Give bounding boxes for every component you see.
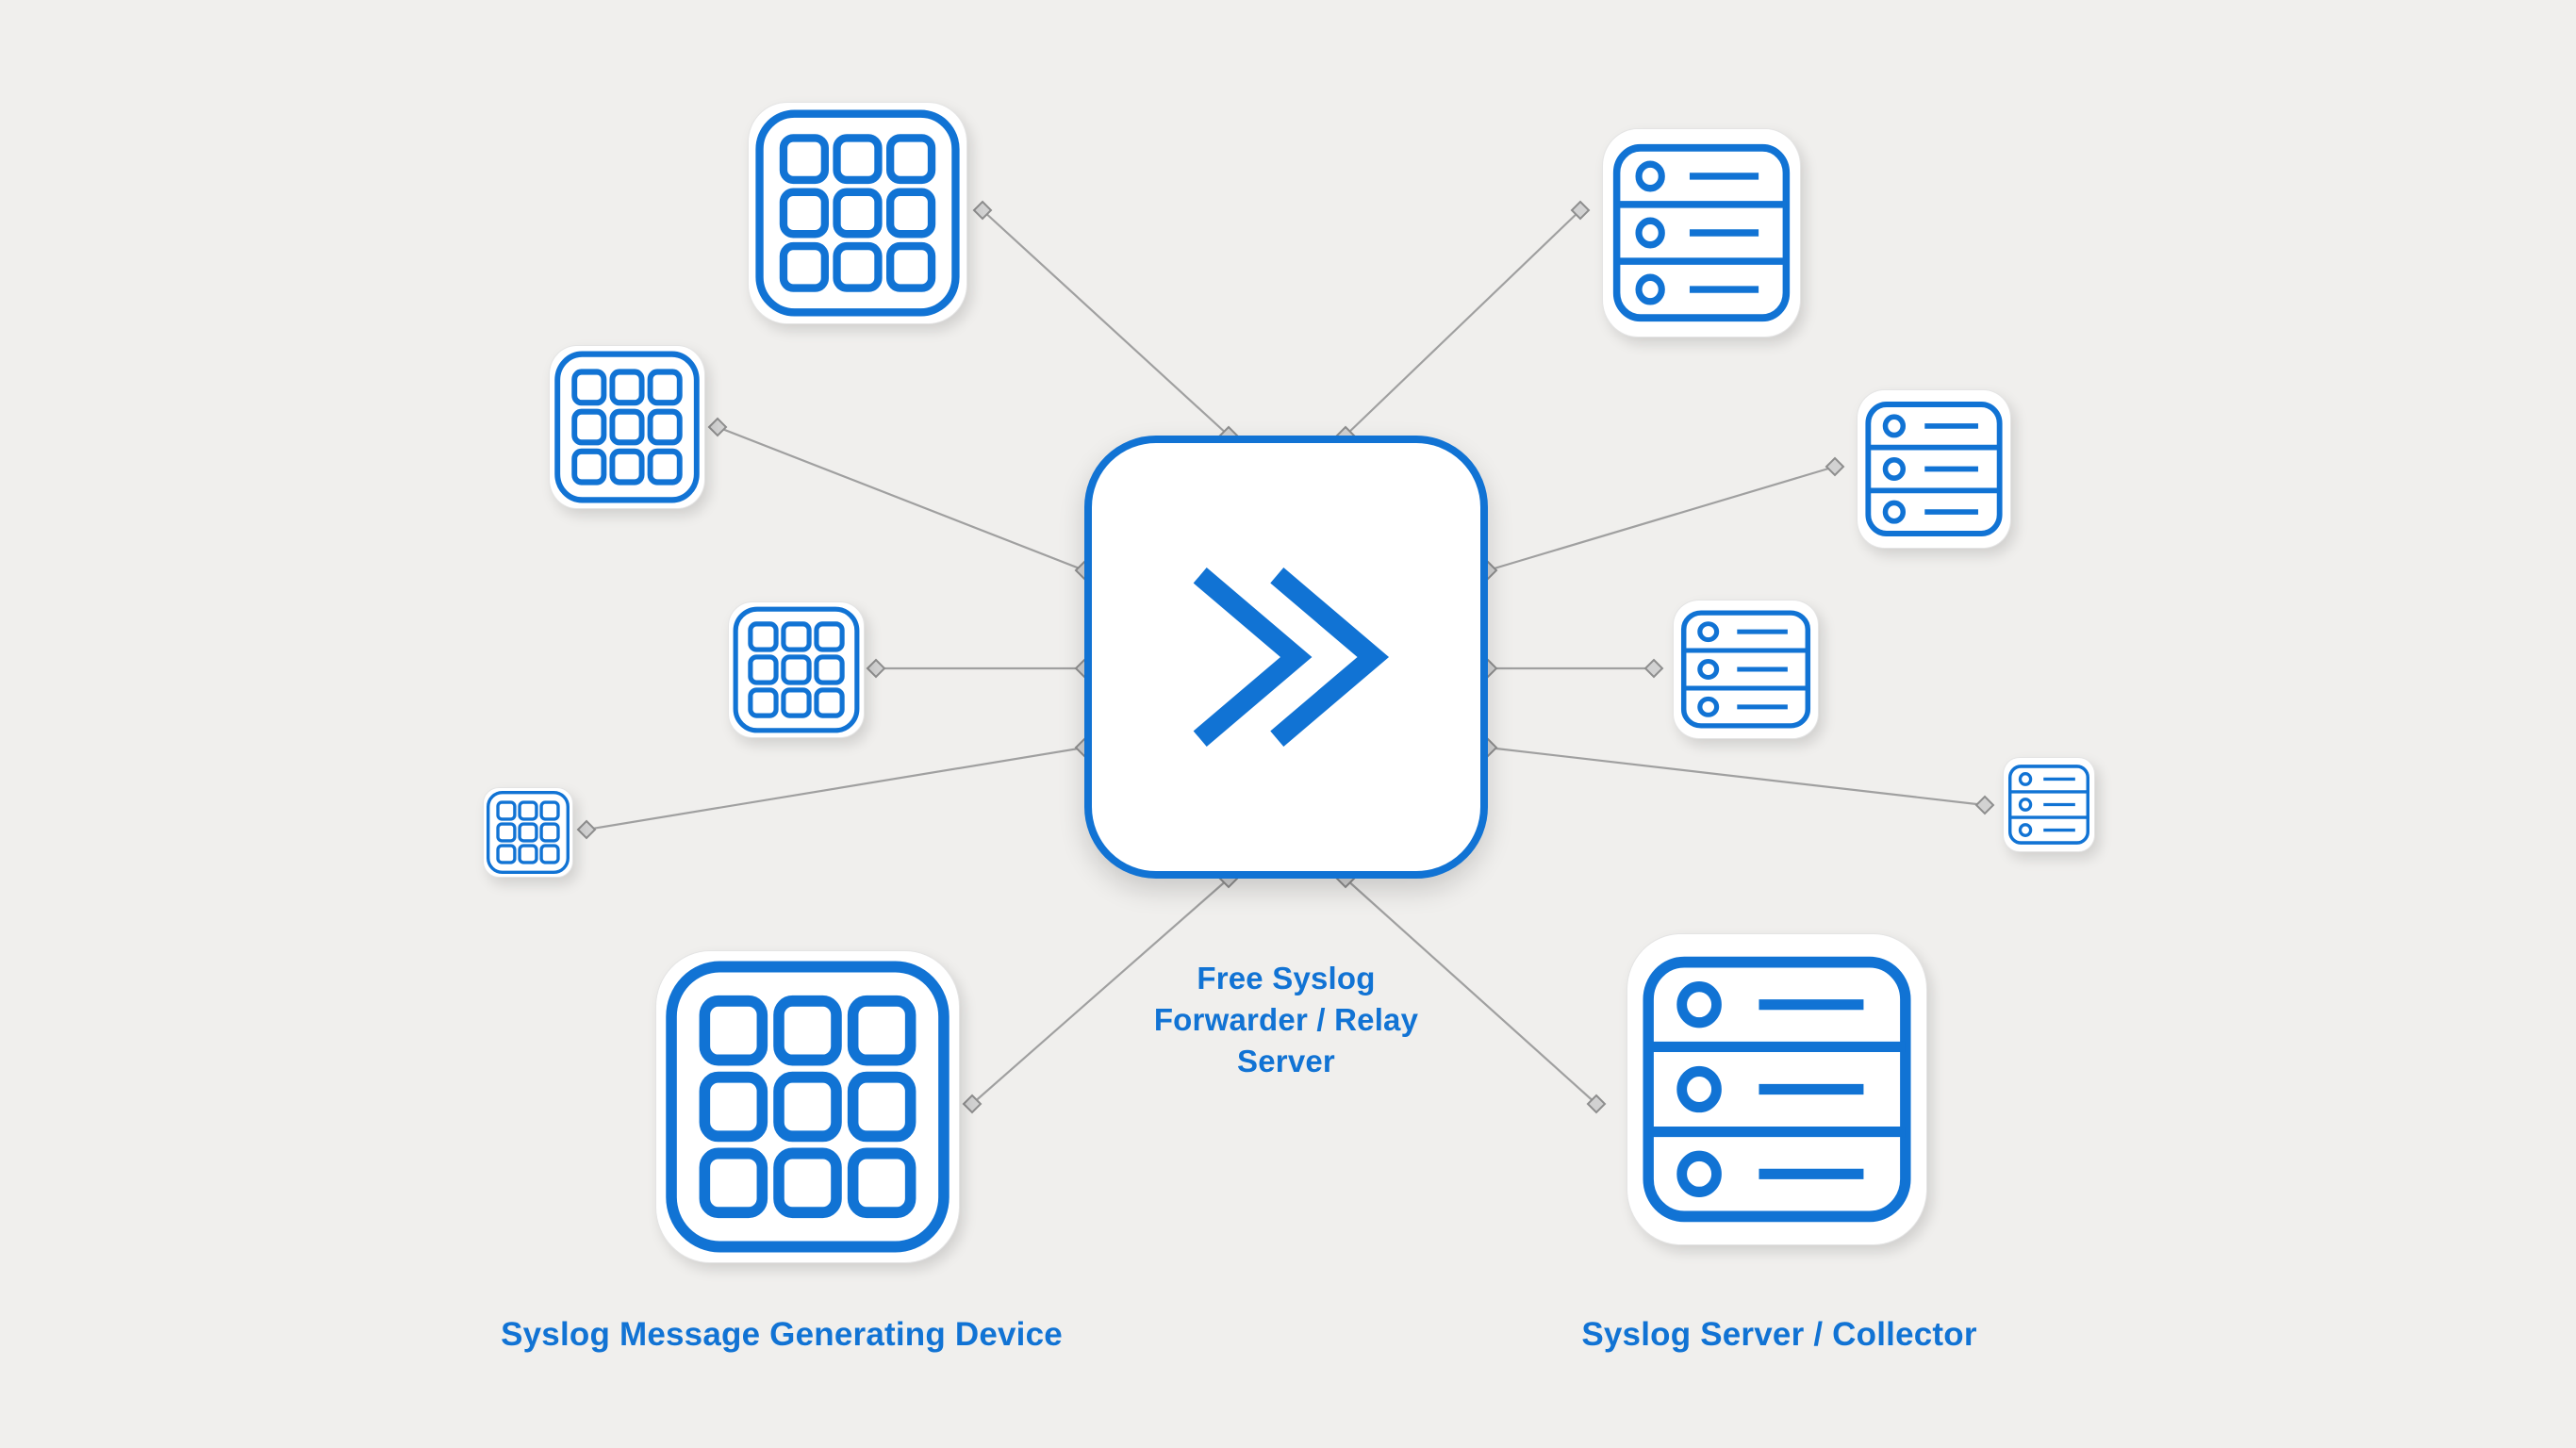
connector-line [717,425,1085,572]
double-chevron-right-icon [1166,534,1407,781]
server-rack-icon [1858,390,2010,548]
diamond-connector-icon [867,659,885,678]
keypad-grid-icon [550,346,704,508]
diamond-connector-icon [577,820,596,839]
right-group-label: Syslog Server / Collector [1581,1316,1977,1353]
connector-line [1345,878,1597,1105]
diamond-connector-icon [1975,796,1994,814]
connector-line [586,746,1085,831]
syslog-server-node-4 [2003,757,2095,852]
connector-line [971,878,1230,1105]
center-label: Free Syslog Forwarder / Relay Server [1153,961,1419,1079]
diamond-connector-icon [708,418,727,436]
keypad-grid-icon [749,103,966,323]
diamond-connector-icon [1644,659,1663,678]
forwarder-relay-node [1084,436,1488,879]
syslog-server-node-3 [1673,600,1819,739]
syslog-device-node-3 [728,601,865,738]
syslog-server-node-2 [1857,389,2011,549]
syslog-server-node-5 [1627,933,1927,1245]
connector-line [1345,209,1581,436]
connector-line [1487,465,1836,572]
syslog-server-node-1 [1602,128,1801,337]
keypad-grid-icon [656,951,959,1262]
syslog-device-node-4 [483,787,573,878]
server-rack-icon [1674,601,1818,738]
diamond-connector-icon [1825,457,1844,476]
server-rack-icon [1603,129,1800,337]
syslog-device-node-1 [748,102,967,324]
server-rack-icon [1627,934,1926,1244]
connector-line [982,209,1230,436]
syslog-device-node-2 [549,345,705,509]
syslog-device-node-5 [655,950,960,1263]
keypad-grid-icon [487,791,570,874]
keypad-grid-icon [729,602,864,737]
left-group-label: Syslog Message Generating Device [501,1316,1063,1353]
server-rack-icon [2007,765,2090,845]
connector-line [1487,746,1986,807]
